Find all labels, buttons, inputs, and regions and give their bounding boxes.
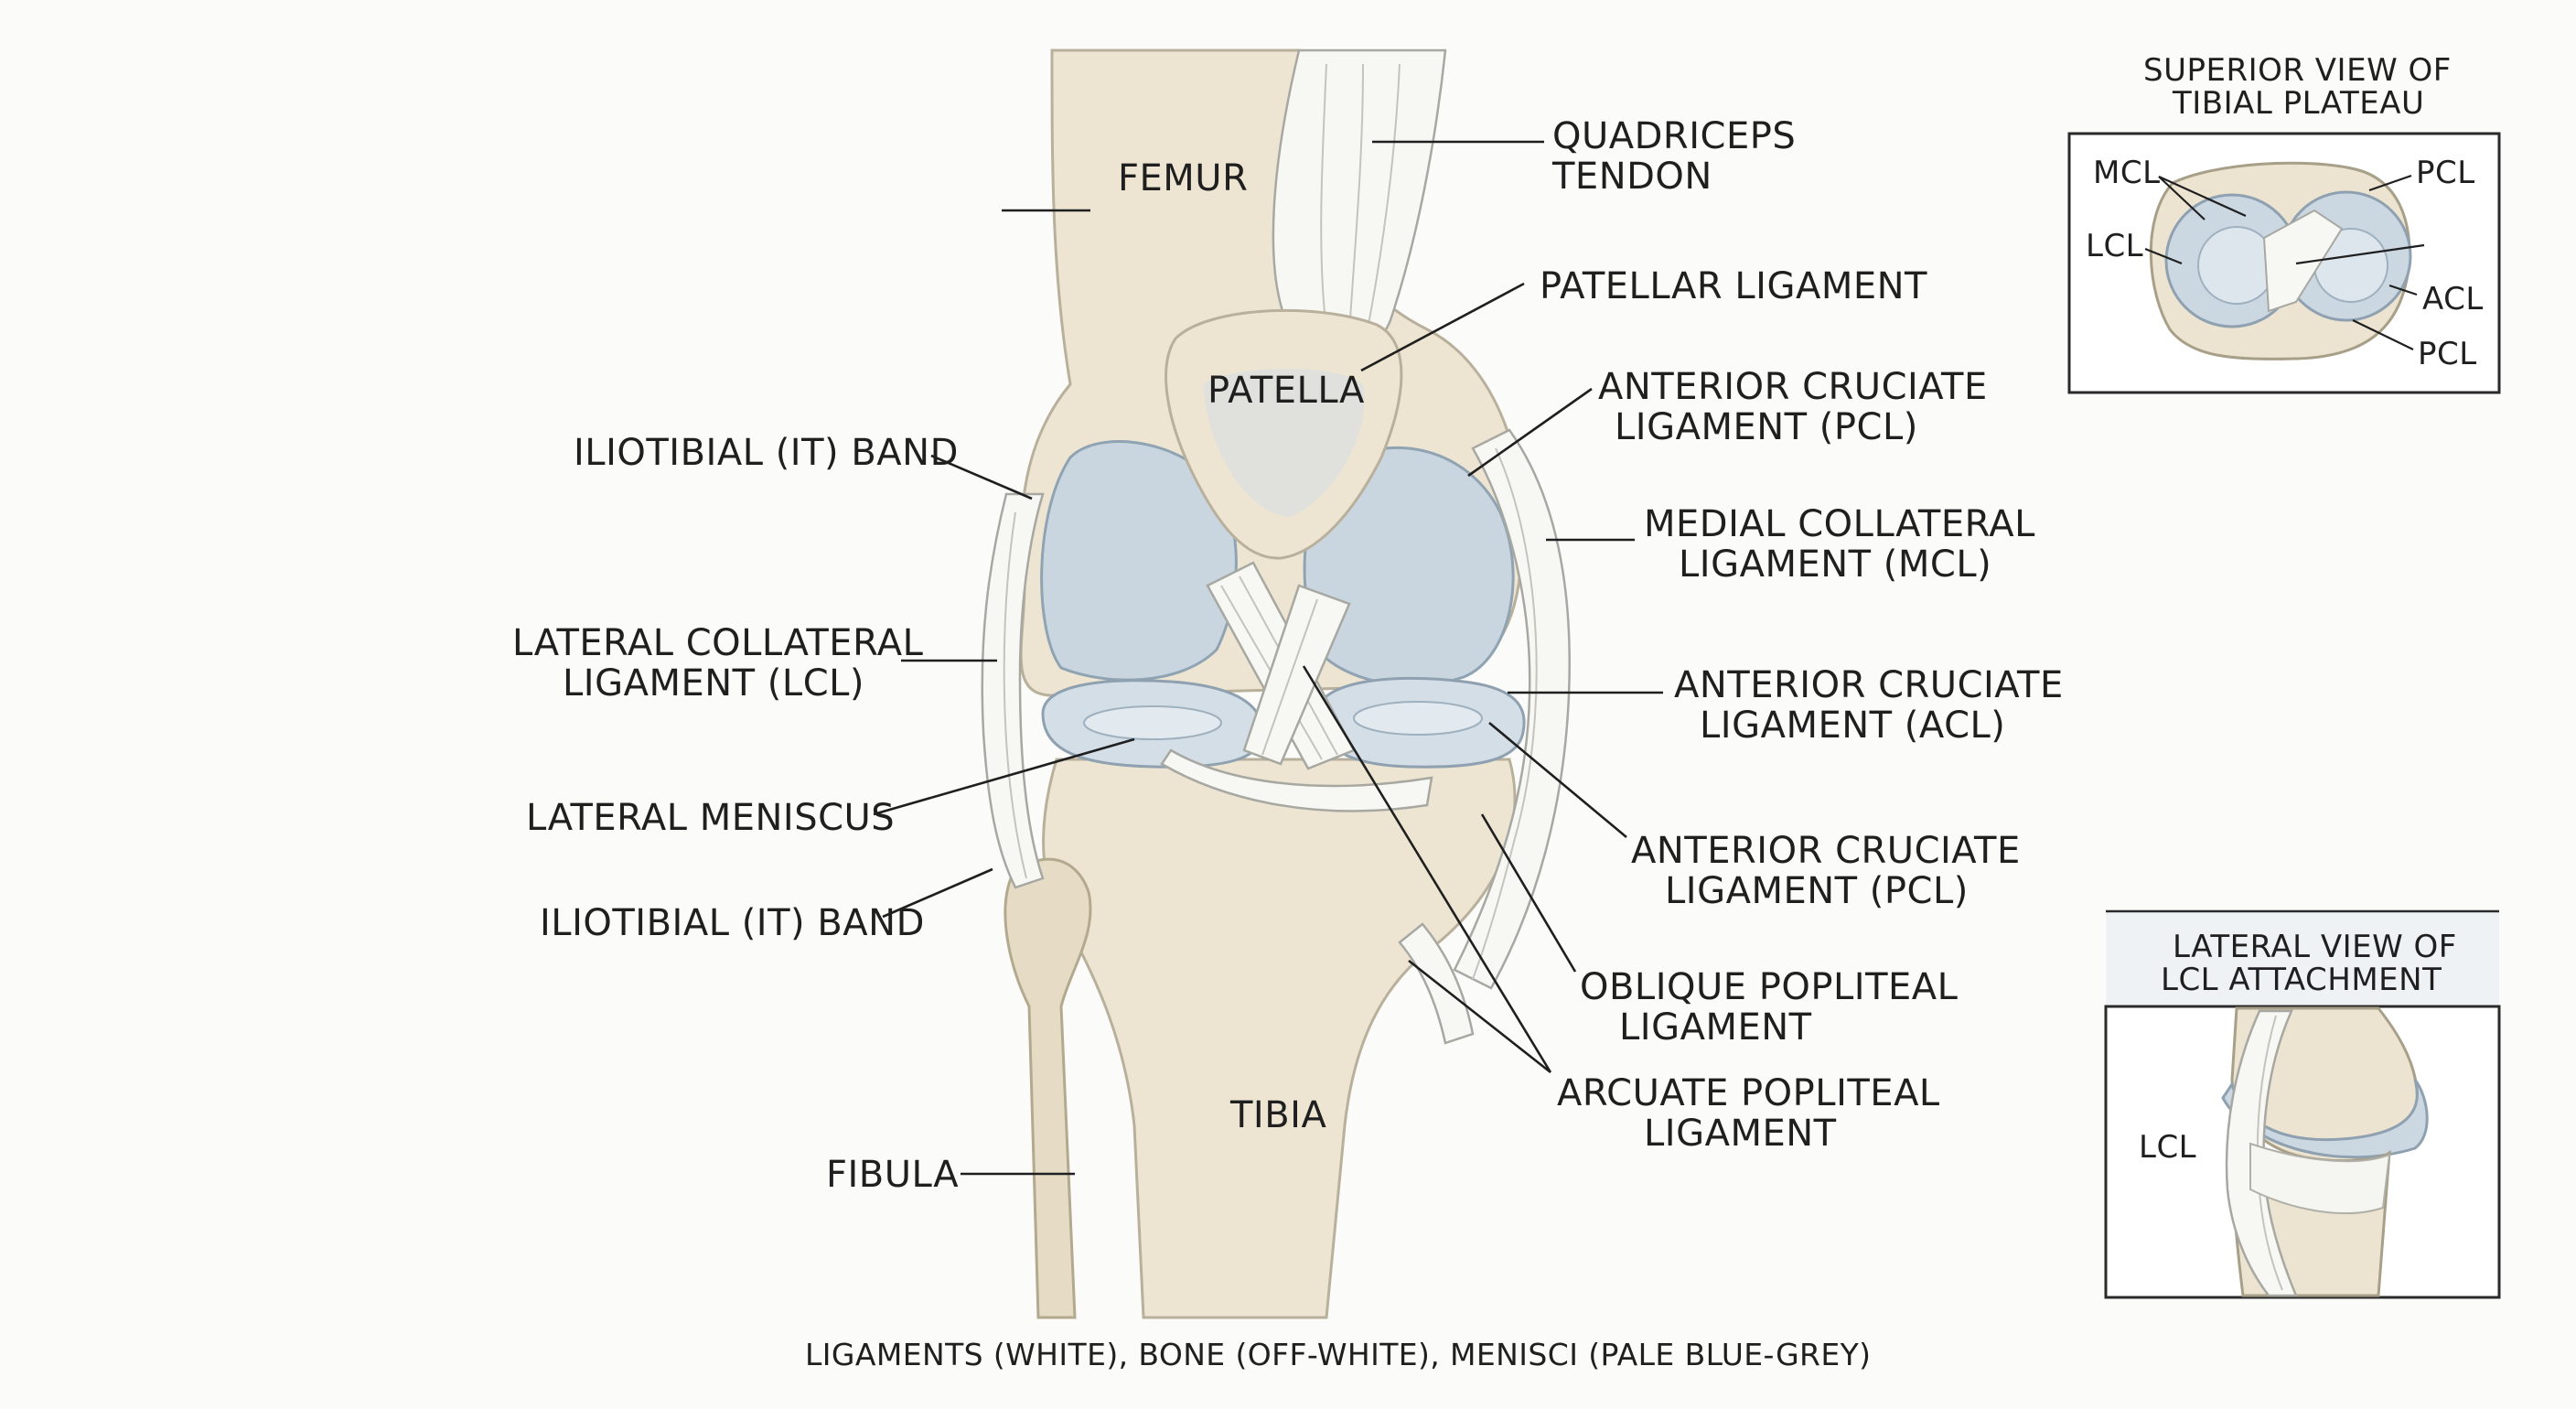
label-arcuate-popliteal-2: LIGAMENT [1644, 1113, 1837, 1155]
inset-superior-title: SUPERIOR VIEW OF [2143, 52, 2452, 89]
label-arcuate-popliteal: ARCUATE POPLITEAL [1557, 1072, 1940, 1114]
label-femur: FEMUR [1118, 157, 1248, 199]
label-patella: PATELLA [1208, 370, 1365, 412]
label-it-band-upper: ILIOTIBIAL (IT) BAND [574, 432, 959, 474]
inset-label-pcl-bottom: PCL [2418, 336, 2477, 372]
inset-superior-view: SUPERIOR VIEW OF TIBIAL PLATEAU MCL LCL … [2067, 52, 2501, 394]
label-mcl-2: LIGAMENT (MCL) [1679, 543, 1991, 586]
label-acl-2: LIGAMENT (ACL) [1700, 704, 2005, 747]
label-fibula: FIBULA [826, 1154, 959, 1196]
label-lateral-meniscus: LATERAL MENISCUS [526, 797, 895, 839]
inset-label-lcl: LCL [2086, 228, 2143, 264]
label-patellar-ligament: PATELLAR LIGAMENT [1540, 265, 1927, 307]
label-acl-pcl-upper: ANTERIOR CRUCIATE [1598, 366, 1988, 408]
mcl-shape [1453, 428, 1571, 990]
label-lcl: LATERAL COLLATERAL [512, 622, 924, 664]
pcl-shape [1242, 584, 1351, 766]
label-mcl: MEDIAL COLLATERAL [1644, 503, 2035, 545]
main-labels: FEMUR QUADRICEPS TENDON PATELLAR LIGAMEN… [512, 115, 2064, 1196]
lcl-shape [981, 492, 1045, 889]
label-lcl-2: LIGAMENT (LCL) [563, 662, 864, 704]
plateau-cruciates [2262, 209, 2344, 313]
label-acl-pcl-upper-2: LIGAMENT (PCL) [1615, 406, 1918, 448]
medial-meniscus-inner [1353, 701, 1483, 736]
posterior-band-shape [1160, 748, 1433, 812]
inset-superior-title-2: TIBIAL PLATEAU [2172, 85, 2424, 122]
inset-label-mcl: MCL [2093, 155, 2161, 191]
label-tibia: TIBIA [1229, 1094, 1326, 1136]
legend-caption: LIGAMENTS (WHITE), BONE (OFF-WHITE), MEN… [805, 1337, 1871, 1372]
inset-lateral-title-2: LCL ATTACHMENT [2161, 962, 2442, 998]
lateral-condyle-cartilage [1040, 440, 1238, 682]
label-acl: ANTERIOR CRUCIATE [1674, 664, 2064, 706]
patella-cartilage [1203, 369, 1365, 517]
inset-lateral-view: LATERAL VIEW OF LCL ATTACHMENT LCL [2104, 909, 2501, 1299]
label-it-band-lower: ILIOTIBIAL (IT) BAND [540, 902, 925, 944]
label-oblique-popliteal: OBLIQUE POPLITEAL [1580, 966, 1959, 1008]
inset-lateral-header-bg [2106, 911, 2499, 1005]
inset-label-pcl-top: PCL [2416, 155, 2475, 191]
inset-label-acl: ACL [2422, 281, 2484, 317]
fibula-shape [1004, 857, 1092, 1319]
label-acl-pcl-lower-2: LIGAMENT (PCL) [1665, 870, 1969, 912]
lateral-lcl-sheet [2249, 1142, 2391, 1215]
knee-illustration [981, 48, 1571, 1319]
label-quadriceps-tendon-2: TENDON [1551, 156, 1712, 198]
label-quadriceps-tendon: QUADRICEPS [1552, 115, 1796, 157]
label-oblique-popliteal-2: LIGAMENT [1619, 1006, 1812, 1049]
inset-lateral-label-lcl: LCL [2139, 1129, 2196, 1166]
lateral-meniscus-rim [2221, 1079, 2429, 1159]
lateral-meniscus-inner [1083, 705, 1222, 740]
label-acl-pcl-lower: ANTERIOR CRUCIATE [1631, 830, 2021, 872]
inset-lateral-title: LATERAL VIEW OF [2173, 929, 2457, 965]
